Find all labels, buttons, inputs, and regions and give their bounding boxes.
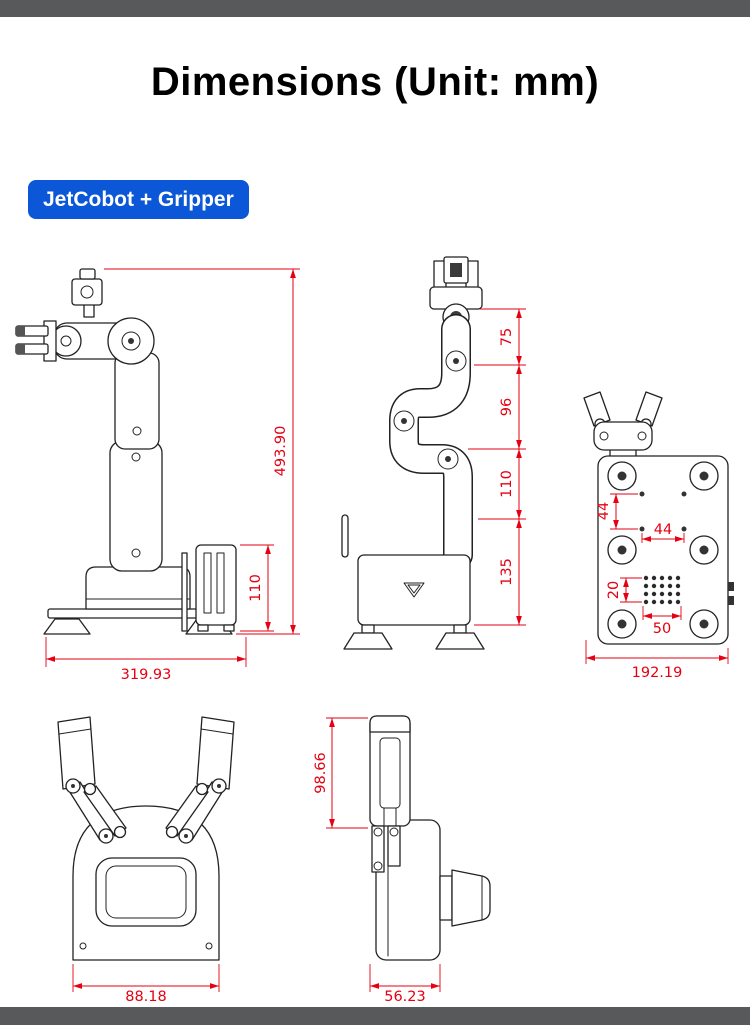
dim-label-box-height: 110 <box>248 574 264 602</box>
suction-pads <box>607 461 719 639</box>
gripper-side-view: 98.66 56.23 <box>313 715 491 1005</box>
dim-label-gripper-width: 88.18 <box>125 989 167 1005</box>
dim-label-front-seg3: 110 <box>499 470 515 498</box>
robot-front-drawing <box>341 256 485 650</box>
robot-side-drawing <box>15 268 237 635</box>
dim-label-gripper-height: 98.66 <box>313 752 329 794</box>
gripper-front-dimensions: 88.18 <box>72 964 220 1005</box>
gripper-front-view: 88.18 <box>57 716 235 1005</box>
robot-side-view: 493.90 110 319.93 <box>15 268 300 683</box>
control-box <box>181 544 237 632</box>
camera-icon <box>71 268 103 318</box>
dim-label-front-seg2: 96 <box>499 398 515 416</box>
dim-label-side-height: 493.90 <box>273 426 289 477</box>
dim-label-side-width: 319.93 <box>121 667 172 683</box>
top-view-dimensions: 44 44 20 50 192.19 <box>585 493 729 681</box>
side-view-dimensions: 493.90 110 319.93 <box>45 268 300 683</box>
dim-label-top-width: 192.19 <box>632 665 683 681</box>
dim-label-gripper-depth: 56.23 <box>384 989 426 1005</box>
dim-label-top-vent-w: 50 <box>653 621 671 637</box>
dim-label-top-hole-h: 44 <box>654 522 672 538</box>
robot-front-view: 75 96 110 135 <box>341 256 526 650</box>
dim-label-front-seg1: 75 <box>499 328 515 346</box>
model-badge: JetCobot + Gripper <box>28 180 249 220</box>
robot-top-drawing <box>583 391 734 645</box>
front-view-dimensions: 75 96 110 135 <box>468 308 526 626</box>
page-title: Dimensions (Unit: mm) <box>150 60 600 104</box>
dim-label-top-vent-h: 20 <box>606 581 622 599</box>
logo-icon <box>403 582 425 598</box>
dim-label-front-seg4: 135 <box>499 558 515 586</box>
gripper-front-drawing <box>57 716 235 961</box>
bottom-border-bar <box>0 1007 750 1025</box>
robot-top-view: 44 44 20 50 192.19 <box>583 391 734 681</box>
gripper-side-drawing <box>369 715 491 961</box>
dim-label-top-hole-v: 44 <box>596 502 612 520</box>
top-border-bar <box>0 0 750 17</box>
vent-grid <box>643 575 681 605</box>
gripper-side-dimensions: 98.66 56.23 <box>313 717 441 1005</box>
